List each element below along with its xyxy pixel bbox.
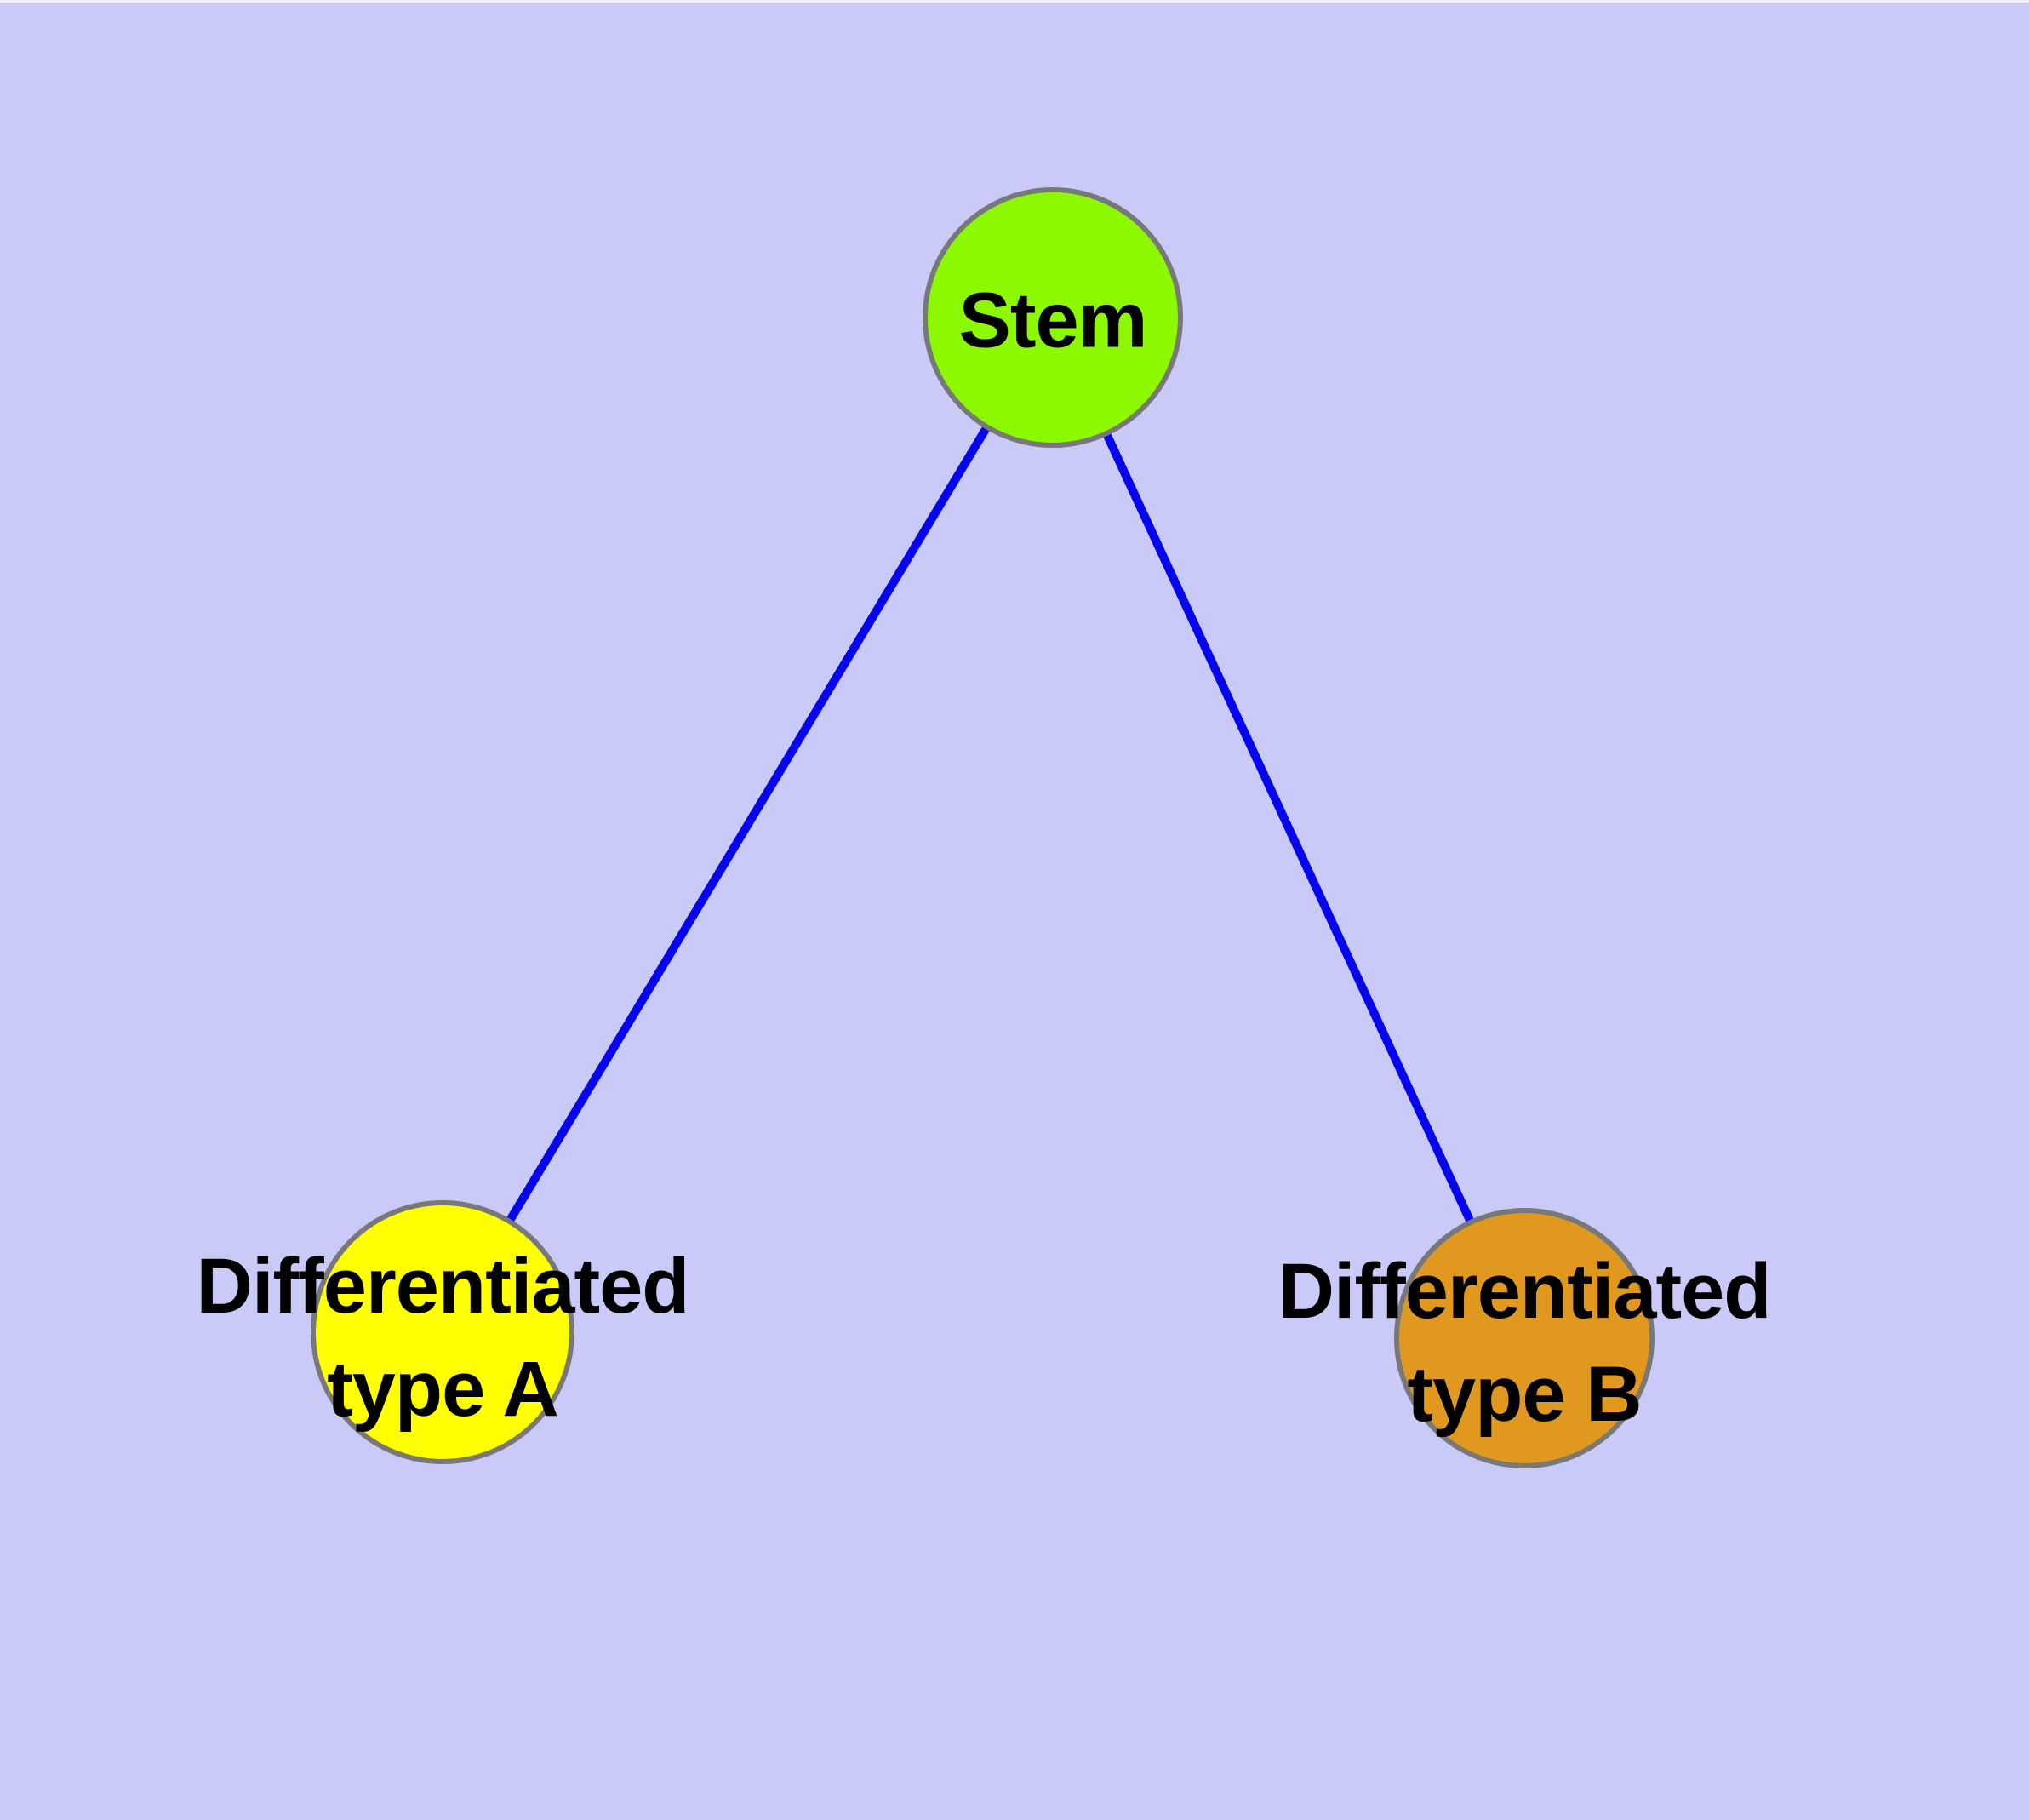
node-differentiated-type-b-circle	[1394, 1208, 1655, 1468]
node-type-b-label-line1: Differentiated	[1277, 1248, 1772, 1335]
top-edge-artifact	[0, 0, 2029, 3]
node-differentiated-type-a-circle	[311, 1200, 574, 1464]
node-stem-label: Stem	[958, 270, 1148, 373]
node-stem-circle	[923, 187, 1183, 448]
edge-stem-to-type-a	[438, 315, 1057, 1335]
node-type-a-label-line1: Differentiated	[196, 1243, 690, 1330]
node-type-a-label-line2: type A	[327, 1346, 559, 1433]
node-stem-label-text: Stem	[958, 277, 1148, 364]
node-differentiated-type-a-label: Differentiated type A	[196, 1235, 690, 1441]
edge-stem-to-type-b	[1049, 315, 1529, 1341]
node-differentiated-type-b-label: Differentiated type B	[1277, 1240, 1772, 1446]
node-type-b-label-line2: type B	[1407, 1351, 1642, 1438]
